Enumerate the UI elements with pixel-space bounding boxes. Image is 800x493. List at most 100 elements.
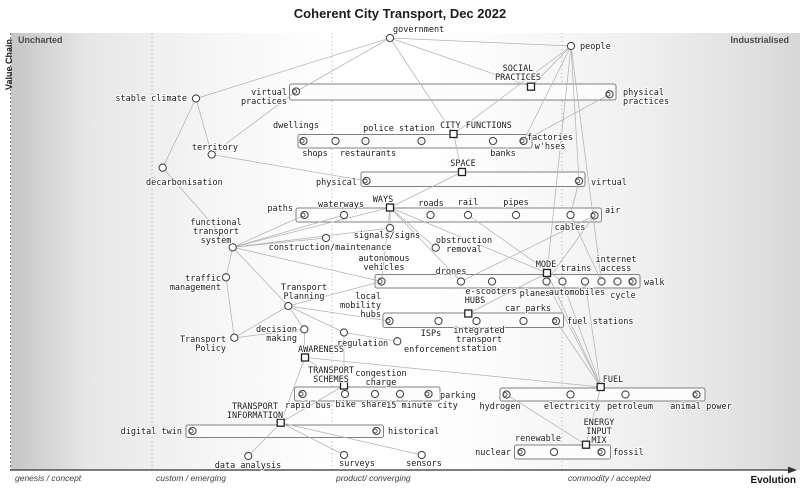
- node-rapid-bus[interactable]: [298, 389, 307, 399]
- edge-fuel-sq--energy-input-mix-sq: [585, 386, 602, 445]
- node-transport-schemes-sq[interactable]: [339, 381, 349, 390]
- node-animal-power[interactable]: [692, 390, 701, 399]
- node-fuel-sq[interactable]: [596, 382, 605, 392]
- node-historical[interactable]: [372, 426, 381, 436]
- node-paths-inner-ring: [300, 212, 306, 218]
- node-transport-policy[interactable]: [230, 333, 239, 342]
- node-roads[interactable]: [426, 210, 435, 220]
- node-fts[interactable]: [228, 243, 237, 252]
- node-decision-making[interactable]: [300, 325, 309, 334]
- node-parking[interactable]: [424, 389, 433, 399]
- node-police-station[interactable]: [417, 136, 426, 146]
- node-restaurants[interactable]: [361, 136, 370, 146]
- node-space-sq[interactable]: [457, 167, 467, 177]
- node-fossil[interactable]: [597, 447, 606, 457]
- node-physical-space[interactable]: [362, 176, 371, 186]
- node-territory[interactable]: [207, 150, 216, 159]
- edge-people--social-practices-sq: [530, 45, 572, 87]
- node-surveys[interactable]: [339, 450, 349, 460]
- node-local-mobility-hubs[interactable]: [385, 316, 394, 326]
- node-e-scooters[interactable]: [487, 277, 497, 286]
- node-waterways[interactable]: [339, 210, 349, 220]
- node-electricity[interactable]: [566, 390, 575, 399]
- stage-label-commodity: commodity / accepted: [568, 473, 651, 483]
- node-construction-maintenance[interactable]: [321, 233, 331, 243]
- node-nuclear[interactable]: [517, 447, 526, 457]
- node-pipes[interactable]: [511, 210, 521, 220]
- label-historical: historical: [388, 427, 439, 437]
- node-drones[interactable]: [456, 277, 466, 286]
- pipeline-city-functions: [297, 134, 533, 149]
- node-obstruction-removal[interactable]: [431, 243, 440, 252]
- node-rail[interactable]: [463, 210, 473, 220]
- node-digital-twin[interactable]: [188, 426, 197, 436]
- node-isps[interactable]: [434, 316, 443, 326]
- node-city-functions-sq[interactable]: [449, 129, 458, 139]
- node-virtual-space[interactable]: [574, 176, 584, 186]
- node-physical-practices[interactable]: [605, 90, 614, 99]
- node-trains[interactable]: [558, 277, 567, 286]
- node-hydrogen[interactable]: [502, 390, 511, 399]
- node-virtual-practices[interactable]: [291, 87, 301, 96]
- node-sensors[interactable]: [417, 450, 426, 460]
- node-car-parks[interactable]: [519, 316, 528, 326]
- node-ways-sq[interactable]: [385, 203, 395, 212]
- node-local-mobility-hubs-inner-ring: [385, 318, 391, 324]
- node-traffic-management[interactable]: [221, 273, 231, 282]
- node-integrated-transport-station[interactable]: [472, 316, 481, 326]
- label-city-functions-sq: CITY FUNCTIONS: [440, 121, 512, 131]
- edge-ways-sq--autonomous-vehicles: [381, 207, 391, 282]
- label-banks: banks: [490, 149, 516, 159]
- node-social-practices-sq[interactable]: [526, 82, 536, 91]
- node-data-analysis[interactable]: [244, 451, 253, 461]
- node-awareness-sq[interactable]: [300, 353, 310, 362]
- node-stable-climate[interactable]: [191, 94, 201, 103]
- node-mode-sq[interactable]: [542, 268, 552, 278]
- node-bike-share[interactable]: [340, 389, 350, 399]
- node-cycle[interactable]: [613, 277, 622, 286]
- label-sensors: sensors: [406, 459, 442, 469]
- node-renewable[interactable]: [549, 447, 559, 457]
- node-congestion-charge[interactable]: [370, 389, 380, 399]
- node-paths[interactable]: [300, 210, 309, 220]
- node-hubs-sq[interactable]: [464, 309, 473, 318]
- node-petroleum[interactable]: [621, 390, 630, 399]
- label-automobiles: automobiles: [549, 288, 605, 298]
- node-regulation[interactable]: [339, 328, 349, 337]
- node-walk[interactable]: [628, 277, 637, 286]
- edge-government--social-practices-sq: [389, 37, 532, 88]
- node-signals-signs[interactable]: [385, 223, 395, 233]
- node-transport-information-sq[interactable]: [276, 418, 285, 427]
- node-decarbonisation[interactable]: [158, 163, 167, 172]
- node-fifteen-minute-city[interactable]: [395, 389, 405, 399]
- node-air[interactable]: [590, 211, 599, 220]
- node-cables[interactable]: [566, 210, 575, 220]
- node-planes[interactable]: [542, 277, 551, 286]
- node-transport-planning[interactable]: [284, 301, 293, 311]
- label-ways-sq: WAYS: [373, 195, 393, 205]
- page-title: Coherent City Transport, Dec 2022: [293, 6, 507, 21]
- value-chain-axis-label: Value Chain: [4, 38, 14, 90]
- edges-layer: [162, 37, 610, 457]
- evolution-axis-arrow-icon: [788, 466, 797, 474]
- label-petroleum: petroleum: [607, 402, 653, 412]
- node-people[interactable]: [566, 41, 576, 51]
- edge-people--factories: [523, 45, 572, 142]
- node-dwellings[interactable]: [299, 136, 308, 146]
- node-enforcement[interactable]: [393, 337, 402, 346]
- node-internet-access[interactable]: [597, 277, 606, 286]
- node-fuel-stations[interactable]: [551, 316, 561, 326]
- node-autonomous-vehicles[interactable]: [377, 277, 386, 286]
- edge-decarbonisation--fts: [162, 167, 233, 248]
- edge-fts--ways-sq: [232, 207, 391, 248]
- node-automobiles[interactable]: [580, 277, 590, 286]
- node-energy-input-mix-sq[interactable]: [581, 440, 591, 449]
- node-shops[interactable]: [331, 136, 340, 146]
- edge-fts--paths: [232, 214, 305, 248]
- node-government[interactable]: [385, 33, 395, 43]
- node-banks[interactable]: [488, 136, 498, 146]
